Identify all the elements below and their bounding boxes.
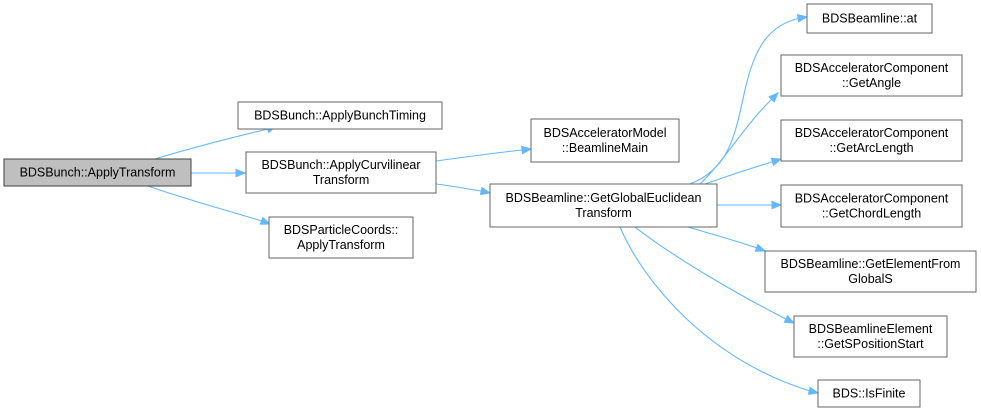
node-bdsbeamline-at[interactable]: BDSBeamline::at: [806, 3, 933, 34]
edge-getglobaleuclidean-to-getelementfromglobals: [687, 226, 767, 252]
edge-getglobaleuclidean-to-getangle: [699, 92, 779, 185]
edge-line: [687, 226, 758, 249]
edge-getglobaleuclidean-to-getchordlength: [717, 200, 783, 210]
graph-edges: [147, 14, 820, 395]
node-bdsacceleratorcomponent-getarclength[interactable]: BDSAcceleratorComponent::GetArcLength: [780, 119, 963, 162]
edge-line: [147, 185, 263, 222]
node-box: [780, 184, 963, 228]
edge-line: [634, 226, 787, 320]
node-label: BDSBeamline::GetGlobalEuclidean: [506, 191, 702, 205]
node-bds-isfinite[interactable]: BDS::IsFinite: [817, 379, 921, 408]
node-label: BDSBeamline::at: [822, 12, 918, 26]
node-label: BDSBeamline::GetElementFrom: [781, 257, 961, 271]
node-label: BDS::IsFinite: [833, 387, 906, 401]
edge-root-to-applycurvilinear: [191, 168, 247, 178]
node-label: BDSBunch::ApplyCurvilinear: [261, 158, 420, 172]
node-box: [764, 250, 977, 293]
edge-applycurvilinear-to-getglobaleuclidean: [435, 183, 492, 196]
node-label: ::GetSPositionStart: [817, 337, 924, 351]
node-label: BDSAcceleratorComponent: [795, 192, 949, 206]
node-bdsacceleratorcomponent-getchordlength[interactable]: BDSAcceleratorComponent::GetChordLength: [780, 184, 963, 228]
arrowhead-icon: [259, 216, 272, 225]
edge-getglobaleuclidean-to-getarclength: [704, 157, 783, 185]
node-label: BDSBunch::ApplyBunchTiming: [254, 109, 426, 123]
node-bdsacceleratormodel-beamlinemain[interactable]: BDSAcceleratorModel::BeamlineMain: [530, 118, 680, 163]
node-label: ::GetArcLength: [829, 141, 913, 155]
edge-root-to-particlecoords: [147, 185, 272, 225]
node-label: Transform: [575, 206, 632, 220]
arrowhead-icon: [796, 14, 809, 23]
arrowhead-icon: [771, 200, 783, 210]
node-label: BDSAcceleratorComponent: [795, 126, 949, 140]
node-box: [806, 3, 933, 34]
node-box: [489, 183, 718, 228]
node-bdsbunch-applytransform[interactable]: BDSBunch::ApplyTransform: [3, 158, 192, 187]
node-label: ::GetAngle: [842, 76, 901, 90]
arrowhead-icon: [783, 314, 796, 324]
arrowhead-icon: [235, 168, 247, 178]
node-box: [3, 158, 192, 187]
node-bdsbeamlineelement-getspositionstart[interactable]: BDSBeamlineElement::GetSPositionStart: [793, 315, 948, 358]
arrowhead-icon: [807, 386, 820, 395]
node-box: [237, 101, 443, 130]
arrowhead-icon: [768, 92, 779, 103]
node-label: BDSBeamlineElement: [809, 322, 933, 336]
node-box: [245, 151, 437, 194]
edge-line: [154, 128, 269, 160]
arrowhead-icon: [770, 157, 783, 167]
node-bdsbunch-applybunchtiming[interactable]: BDSBunch::ApplyBunchTiming: [237, 101, 443, 130]
node-box: [780, 54, 963, 97]
node-label: ::BeamlineMain: [562, 141, 648, 155]
edge-getglobaleuclidean-to-getspositionstart: [634, 226, 796, 324]
node-label: BDSParticleCoords::: [284, 223, 399, 237]
node-box: [817, 379, 921, 408]
arrowhead-icon: [754, 243, 767, 252]
edge-line: [435, 149, 523, 162]
node-label: BDSAcceleratorModel: [544, 126, 667, 140]
node-label: BDSBunch::ApplyTransform: [20, 166, 176, 180]
edge-line: [704, 161, 773, 185]
node-label: BDSAcceleratorComponent: [795, 61, 949, 75]
edge-line: [699, 98, 773, 185]
graph-nodes: BDSBunch::ApplyTransform BDSBunch::ApplyB…: [3, 3, 977, 408]
node-box: [530, 118, 680, 163]
node-bdsparticlecoords-applytransform[interactable]: BDSParticleCoords::ApplyTransform: [268, 216, 414, 259]
edge-getglobaleuclidean-to-isfinite: [619, 226, 820, 395]
edge-line: [435, 183, 482, 192]
node-box: [780, 119, 963, 162]
edge-line: [619, 226, 811, 392]
node-label: Transform: [313, 173, 370, 187]
node-box: [793, 315, 948, 358]
edge-applycurvilinear-to-beamlinemain: [435, 145, 533, 162]
arrowhead-icon: [521, 145, 533, 155]
node-label: GlobalS: [848, 272, 892, 286]
node-label: ::GetChordLength: [822, 207, 921, 221]
arrowhead-icon: [479, 186, 492, 196]
node-bdsacceleratorcomponent-getangle[interactable]: BDSAcceleratorComponent::GetAngle: [780, 54, 963, 97]
node-label: ApplyTransform: [297, 238, 385, 252]
node-box: [268, 216, 414, 259]
